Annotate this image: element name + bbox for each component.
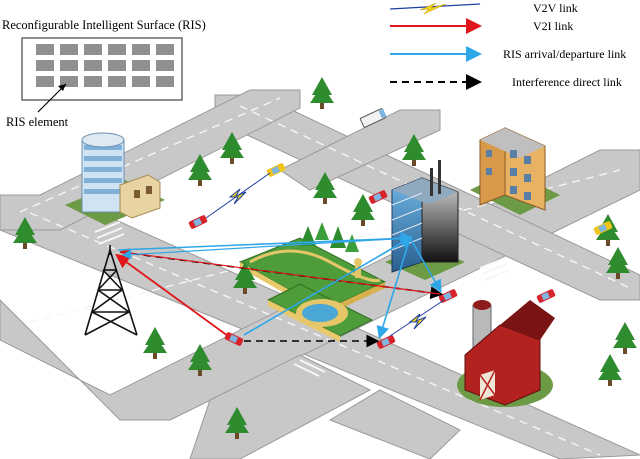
car-icon xyxy=(368,190,388,204)
tree-icon xyxy=(613,322,637,354)
car-icon xyxy=(438,289,458,303)
road-bottom-right xyxy=(328,389,461,459)
ris-link xyxy=(409,237,442,293)
tree-icon xyxy=(188,344,212,376)
v2i-link xyxy=(115,253,229,337)
car-icon xyxy=(188,215,208,229)
car-icon xyxy=(536,289,556,303)
tree-icon xyxy=(220,132,244,164)
park-icon xyxy=(238,222,387,342)
tree-icon xyxy=(225,407,249,439)
taxi-icon xyxy=(593,221,613,235)
apartment-building-icon xyxy=(470,127,560,215)
legend-label-v2v: V2V link xyxy=(533,1,578,15)
ris-link xyxy=(121,237,411,260)
ris-panel-icon xyxy=(21,37,183,113)
tree-icon xyxy=(351,194,375,226)
ris-link xyxy=(243,236,413,336)
trees xyxy=(13,77,637,439)
tree-icon xyxy=(402,134,426,166)
legend-symbols xyxy=(389,2,482,90)
tree-icon xyxy=(233,262,257,294)
ris-link xyxy=(117,231,414,251)
legend-label-ris: RIS arrival/departure link xyxy=(503,47,627,61)
truck-icon xyxy=(359,108,387,128)
base-station-tower-icon xyxy=(84,245,138,336)
office-building-icon xyxy=(65,132,165,225)
vehicles xyxy=(188,108,613,349)
tree-icon xyxy=(188,154,212,186)
legend-v2v-symbol xyxy=(389,2,481,15)
ris-link xyxy=(376,237,411,340)
taxi-icon xyxy=(266,163,286,177)
v2v-link xyxy=(205,172,445,337)
ris-element-label: RIS element xyxy=(6,115,69,129)
tree-icon xyxy=(310,77,334,109)
tree-icon xyxy=(313,172,337,204)
communication-links xyxy=(115,172,445,348)
car-icon xyxy=(376,335,396,349)
car-icon xyxy=(224,332,244,346)
road-left xyxy=(0,89,301,231)
barn-icon xyxy=(457,300,555,407)
v2i-link xyxy=(119,248,441,295)
legend-label-v2i: V2I link xyxy=(533,19,574,33)
tree-icon xyxy=(606,247,630,279)
tree-icon xyxy=(143,327,167,359)
ris-title: Reconfigurable Intelligent Surface (RIS) xyxy=(2,18,206,32)
tree-icon xyxy=(598,354,622,386)
tree-icon xyxy=(13,217,37,249)
legend-label-interference: Interference direct link xyxy=(512,75,622,89)
